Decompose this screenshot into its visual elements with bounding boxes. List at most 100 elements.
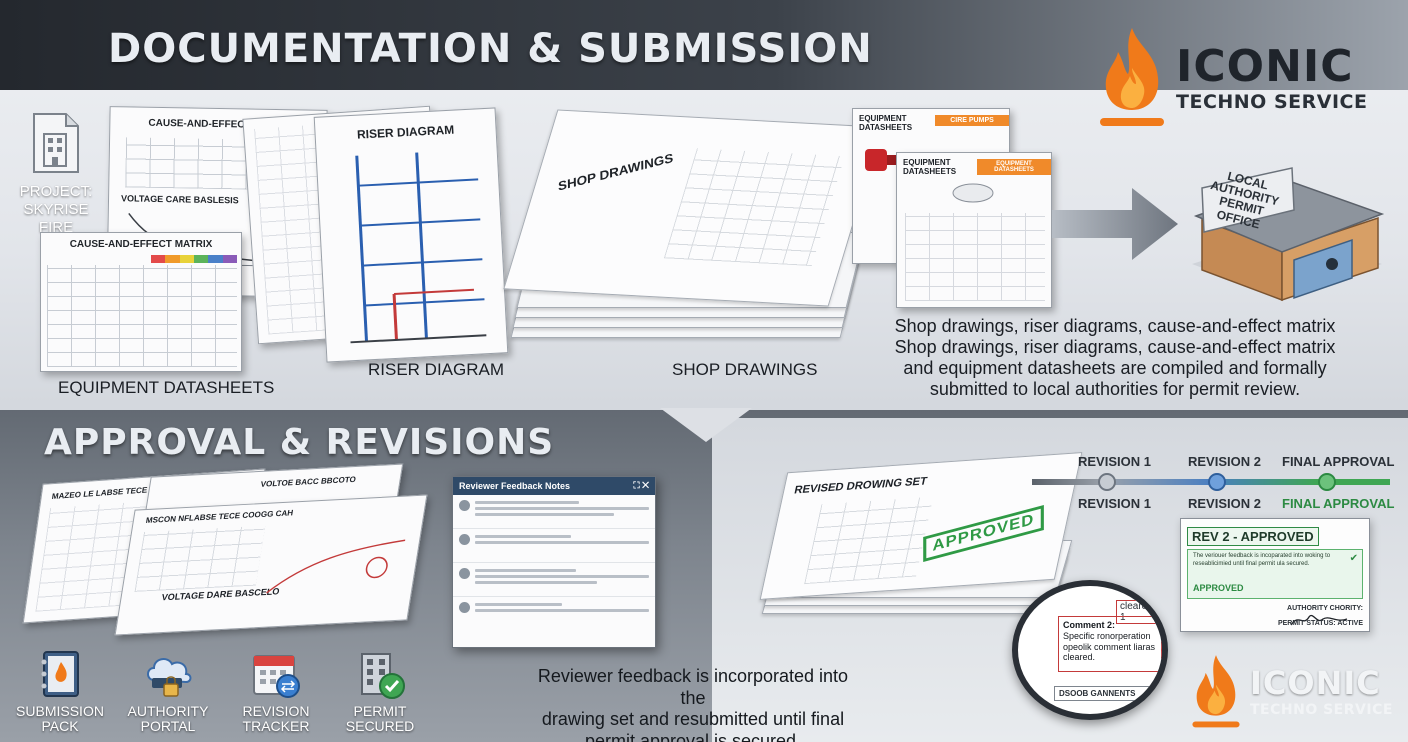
signature-icon (1290, 614, 1348, 626)
matrix-front-title: CAUSE-AND-EFFECT MATRIX (69, 239, 213, 250)
markup-title-b: VOLTOE BACC BBCOTO (259, 474, 357, 489)
datasheet-back-tag: CIRE PUMPS (935, 115, 1009, 126)
building-document-icon (33, 113, 79, 173)
feedback-panel-title: Reviewer Feedback Notes (459, 481, 571, 491)
avatar (459, 534, 470, 545)
revision-2-marker[interactable] (1208, 473, 1226, 491)
revision-tracker-line2: TRACKER (242, 718, 310, 735)
feedback-note[interactable] (453, 495, 655, 529)
brand-subtitle-bottom: TECHNO SERVICE (1250, 702, 1393, 718)
reviewer-feedback-panel[interactable]: Reviewer Feedback Notes ⛶ ✕ (452, 476, 656, 648)
avatar (459, 500, 470, 511)
permit-secured-item: PERMIT SECURED (330, 648, 430, 735)
datasheet-front-title-line2: DATASHEETS (903, 166, 957, 176)
flame-icon (1192, 655, 1240, 728)
submission-pack-item: SUBMISSION PACK (10, 648, 110, 735)
timeline-bottom-label-3: FINAL APPROVAL (1282, 496, 1395, 511)
bottom-desc-line2: drawing set and resubmitted until final (541, 709, 845, 730)
desc-line4: submitted to local authorities for permi… (929, 379, 1301, 400)
approval-message-box: The veriouer feedback is incoparated int… (1187, 549, 1363, 599)
smoke-detector-icon (952, 183, 994, 203)
caption-equipment-datasheets: EQUIPMENT DATASHEETS (58, 378, 275, 397)
revision-1-marker[interactable] (1098, 473, 1116, 491)
approval-card-title: REV 2 - APPROVED (1187, 527, 1319, 546)
comment-body: Specific ronorperation opeolik comment l… (1063, 630, 1156, 663)
timeline-bottom-label-1: REVISION 1 (1078, 496, 1151, 511)
brand-name: ICONIC (1176, 40, 1354, 92)
submit-arrow-icon (1052, 188, 1178, 260)
revised-set-top-sheet: REVISED DROWING SET APPROVED (759, 452, 1083, 600)
documentation-heading: DOCUMENTATION & SUBMISSION (108, 26, 873, 72)
authority-portal-line2: PORTAL (140, 718, 196, 735)
approval-heading: APPROVAL & REVISIONS (44, 422, 555, 463)
feedback-note[interactable] (453, 529, 655, 563)
timeline-top-label-3: FINAL APPROVAL (1282, 454, 1395, 469)
approval-description: Reviewer feedback is incorporated into t… (528, 666, 858, 742)
shop-drawing-top-sheet: SHOP DRAWINGS (503, 109, 883, 307)
submission-pack-line1: SUBMISSION (16, 703, 104, 719)
check-icon: ✔ (1349, 553, 1358, 564)
desc-line3: and equipment datasheets are compiled an… (903, 358, 1327, 379)
top-banner (0, 0, 1408, 90)
documentation-description: Shop drawings, riser diagrams, cause-and… (880, 316, 1350, 400)
avatar (459, 602, 470, 613)
pump-icon (865, 149, 897, 171)
revision-tracker-line1: REVISION (242, 703, 310, 719)
bottom-desc-line1: Reviewer feedback is incorporated into t… (537, 666, 849, 708)
feedback-note[interactable] (453, 563, 655, 597)
permit-secured-line1: PERMIT (353, 703, 407, 719)
binder-flame-icon (41, 651, 79, 697)
project-label-line2: SKYRISE FIRE (23, 201, 89, 236)
permit-office-building-icon (1192, 167, 1385, 302)
datasheet-front-title-line1: EQUIPMENT (903, 158, 951, 167)
markup-title-c: MSCON NFLABSE TECE COOGG CAH (145, 508, 294, 525)
cloud-lock-icon (147, 658, 192, 697)
magnifier-footer: DSOOB GANNENTS (1054, 686, 1162, 701)
section-divider-notch (660, 408, 752, 442)
approval-status: APPROVED (1193, 583, 1244, 594)
revised-set-title: REVISED DROWING SET (793, 475, 929, 497)
brand-logo: ICONIC TECHNO SERVICE (1094, 24, 1367, 132)
magnifier-detail: cleared 1 Comment 2: Specific ronorperat… (1012, 580, 1168, 720)
riser-piping-graphic (350, 152, 487, 344)
caption-riser-diagram: RISER DIAGRAM (368, 360, 505, 379)
project-info: PROJECT: SKYRISE FIRE (10, 112, 102, 237)
comment-title: Comment 2: (1063, 620, 1116, 630)
datasheet-back-title-line2: DATASHEETS (859, 122, 913, 132)
approval-card: REV 2 - APPROVED The veriouer feedback i… (1180, 518, 1370, 632)
cleared-tag: cleared 1 (1116, 600, 1162, 624)
brand-logo-bottom: ICONIC TECHNO SERVICE (1188, 652, 1393, 732)
caption-shop-drawings: SHOP DRAWINGS (672, 360, 818, 379)
markup-sheet-3: MSCON NFLABSE TECE COOGG CAH VOLTAGE DAR… (114, 494, 428, 636)
timeline-bottom-label-2: REVISION 2 (1188, 496, 1261, 511)
timeline-top-label-1: REVISION 1 (1078, 454, 1151, 469)
desc-line2: Shop drawings, riser diagrams, cause-and… (894, 337, 1336, 358)
feedback-window-controls[interactable]: ⛶ ✕ (633, 480, 649, 490)
feedback-panel-header: Reviewer Feedback Notes ⛶ ✕ (453, 477, 655, 495)
revision-tracker-item: REVISION TRACKER (226, 648, 326, 735)
avatar (459, 568, 470, 579)
calendar-sync-icon (253, 655, 300, 698)
flame-icon (1100, 28, 1164, 126)
riser-sheet-front: RISER DIAGRAM (313, 107, 509, 363)
authority-portal-item: AUTHORITY PORTAL (118, 648, 218, 735)
markup-red-marks (266, 539, 406, 594)
final-approval-marker[interactable] (1318, 473, 1336, 491)
desc-line1: Shop drawings, riser diagrams, cause-and… (894, 316, 1336, 336)
magnified-comment: Comment 2: Specific ronorperation opeoli… (1058, 616, 1162, 672)
permit-status: PERMIT STATUS: ACTIVE (1277, 620, 1363, 627)
brand-subtitle: TECHNO SERVICE (1176, 90, 1368, 113)
feedback-note[interactable] (453, 597, 655, 631)
datasheet-back-title-line1: EQUIPMENT (859, 114, 907, 123)
shop-drawing-title: SHOP DRAWINGS (557, 150, 674, 194)
datasheet-front: EQUIPMENT DATASHEETS EQUIPMENT DATASHEET… (896, 152, 1052, 308)
project-label-line1: PROJECT: (19, 183, 93, 200)
authority-portal-line1: AUTHORITY (127, 703, 209, 719)
bottom-desc-line3: permit approval is secured. (584, 730, 802, 742)
timeline-top-label-2: REVISION 2 (1188, 454, 1261, 469)
building-check-icon (361, 653, 405, 699)
permit-secured-line2: SECURED (345, 718, 415, 735)
datasheet-front-tag: EQUIPMENT DATASHEETS (977, 159, 1051, 175)
approval-authority-label: AUTHORITY CHORITY: (1287, 605, 1363, 612)
submission-pack-line2: PACK (41, 718, 79, 735)
